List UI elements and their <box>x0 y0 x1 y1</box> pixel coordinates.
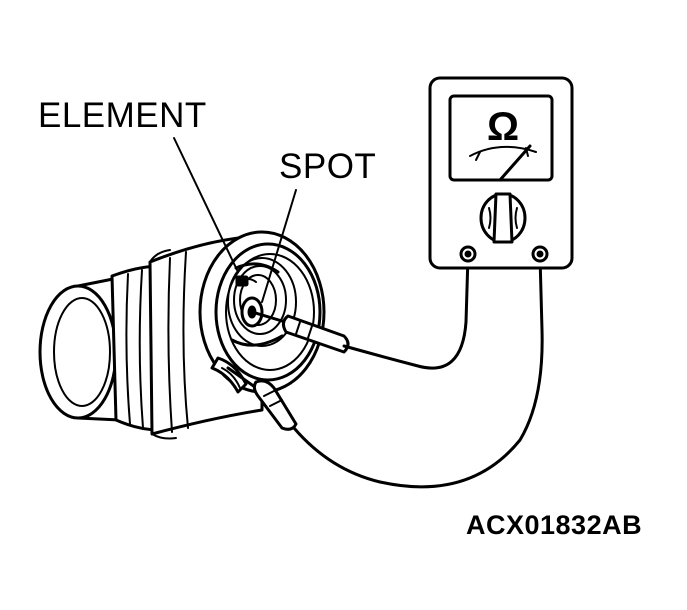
lighter-knob <box>38 276 122 422</box>
range-selector-knob-icon <box>479 192 527 244</box>
leader-lines <box>173 137 297 303</box>
upper-test-lead <box>342 254 470 370</box>
figure-code-label: ACX01832AB <box>466 510 643 540</box>
ohm-symbol: Ω <box>487 105 519 149</box>
meter-jack-right <box>531 245 549 263</box>
body-clip <box>210 356 248 394</box>
spot-leader-line <box>261 189 297 303</box>
element-leader-line <box>173 137 239 273</box>
lighter-heater-assembly <box>38 230 326 440</box>
meter-jack-left <box>459 245 477 263</box>
heating-element-coil <box>227 257 297 347</box>
meter-scale-arc <box>469 145 537 157</box>
ohmmeter: Ω <box>428 76 574 270</box>
lower-test-probe <box>226 366 298 431</box>
element-label: ELEMENT <box>38 96 207 135</box>
spot-label: SPOT <box>279 147 377 186</box>
lower-test-lead <box>292 254 544 489</box>
meter-needle <box>498 144 532 182</box>
upper-test-probe <box>250 310 350 354</box>
test-leads <box>292 254 544 489</box>
